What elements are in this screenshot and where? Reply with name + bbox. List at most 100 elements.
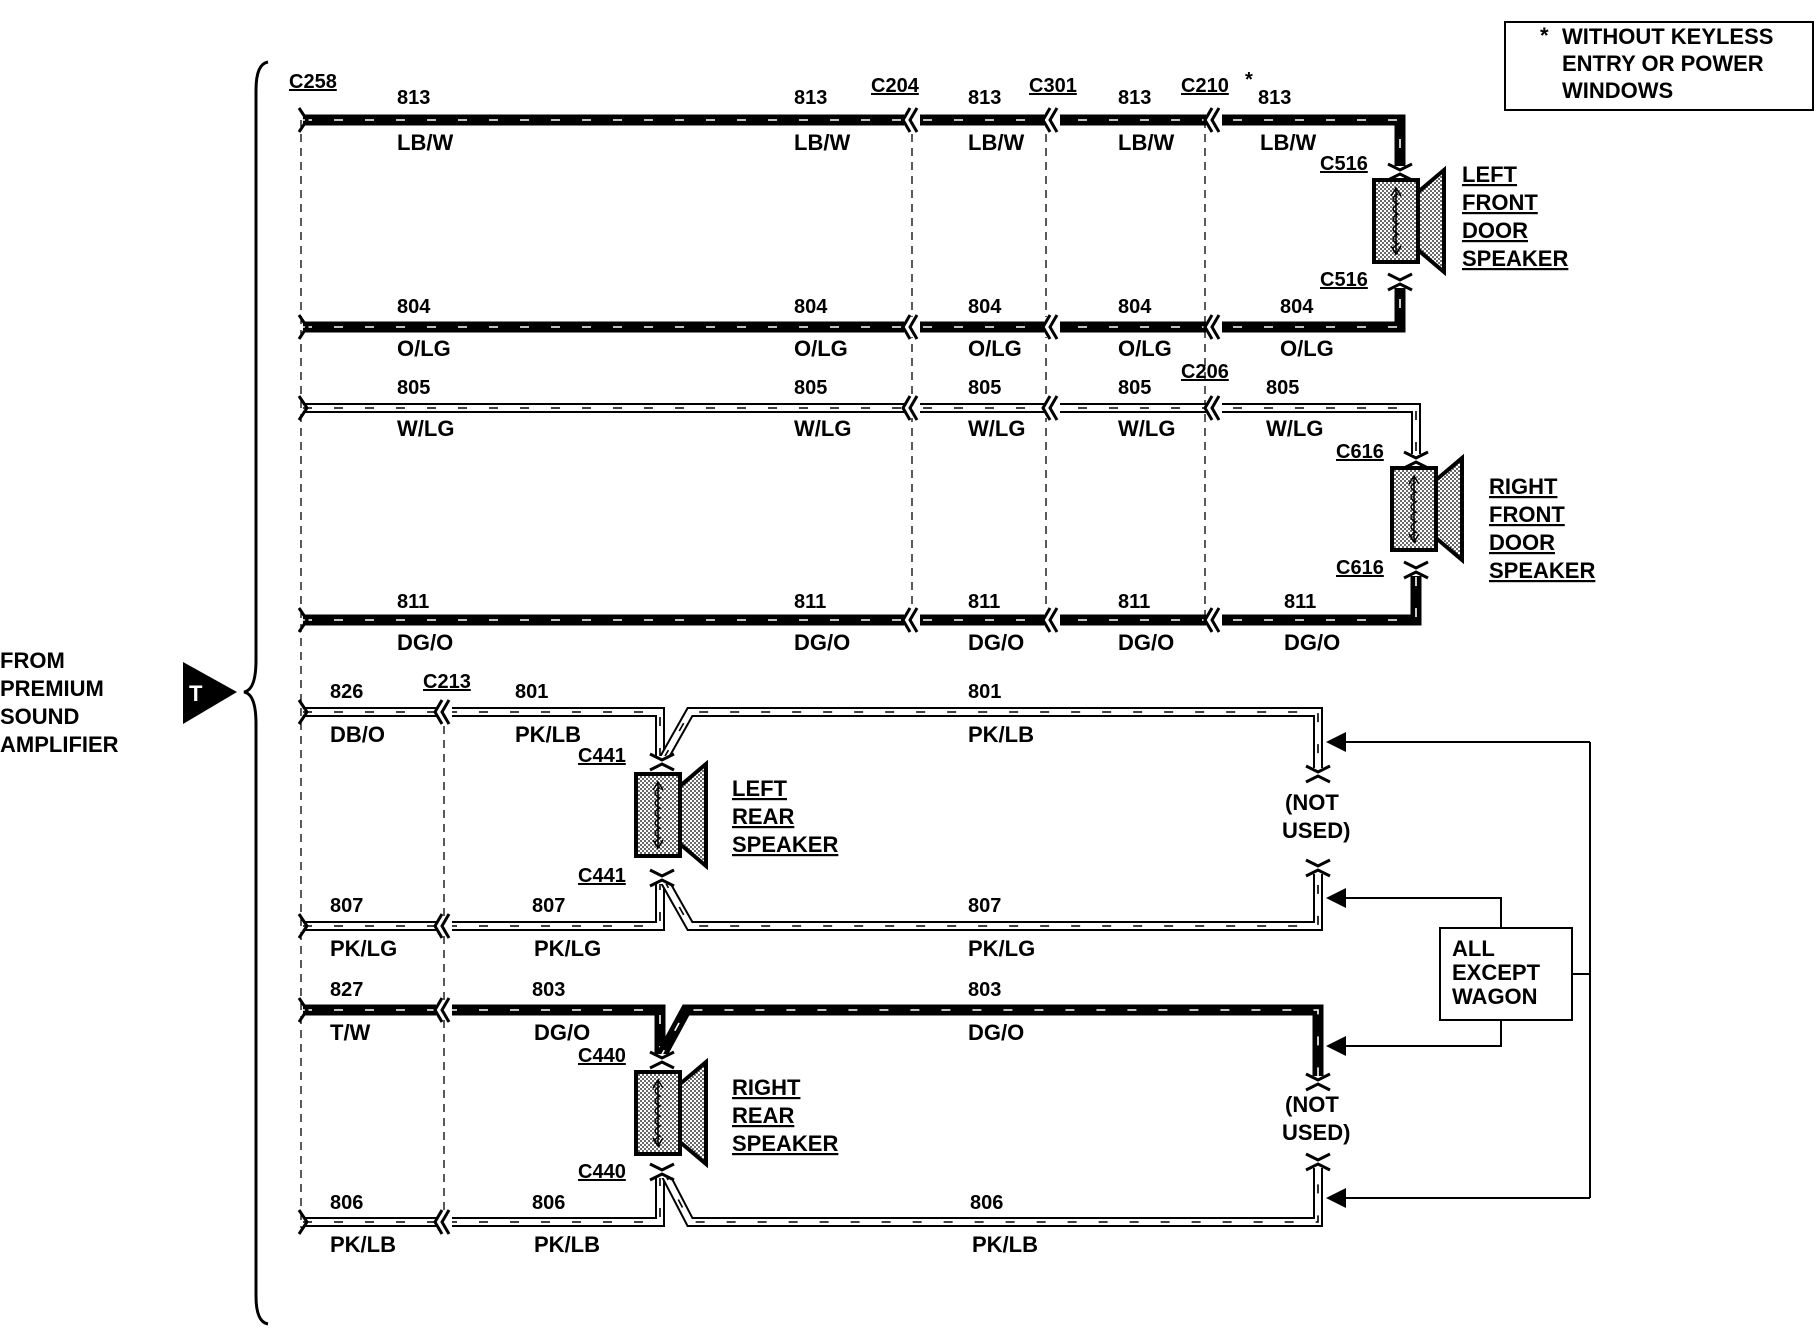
wire-807-circuit-2: 807 bbox=[532, 895, 565, 917]
all-except-line-2: EXCEPT bbox=[1452, 960, 1541, 985]
not-used-upper-line-1: (NOT bbox=[1285, 790, 1339, 815]
wire-805-circuit-5: 805 bbox=[1266, 377, 1299, 399]
left-front-speaker-line-2: FRONT bbox=[1462, 190, 1538, 215]
connector-c616-top-label: C616 bbox=[1336, 441, 1384, 463]
wire-811 bbox=[303, 572, 1422, 626]
connector-c301-pin-3 bbox=[1041, 395, 1060, 421]
wire-806-color-3: PK/LB bbox=[972, 1232, 1038, 1257]
connector-c210-marker: * bbox=[1245, 69, 1253, 91]
right-front-speaker-line-3: DOOR bbox=[1489, 530, 1555, 555]
connector-c210-label: C210 bbox=[1181, 75, 1229, 97]
wire-803-left bbox=[448, 1004, 666, 1058]
left-front-door-speaker-symbol bbox=[1372, 165, 1446, 277]
wire-813-color-4: LB/W bbox=[1118, 130, 1174, 155]
wire-803-color-2: DG/O bbox=[968, 1020, 1024, 1045]
wire-811-color-1: DG/O bbox=[397, 630, 453, 655]
wire-804-color-2: O/LG bbox=[794, 336, 848, 361]
wire-804-color-5: O/LG bbox=[1280, 336, 1334, 361]
wire-labels: 813 LB/W 813 LB/W 813 LB/W 813 LB/W 813 … bbox=[330, 87, 1340, 1257]
left-rear-speaker-line-3: SPEAKER bbox=[732, 832, 838, 857]
wire-805-circuit-3: 805 bbox=[968, 377, 1001, 399]
wire-813-color-3: LB/W bbox=[968, 130, 1024, 155]
wire-805-color-1: W/LG bbox=[397, 416, 454, 441]
wire-805-color-3: W/LG bbox=[968, 416, 1025, 441]
connector-c213-pin-2 bbox=[433, 913, 452, 939]
connector-c213-pin-4 bbox=[433, 1209, 452, 1235]
wire-804-color-1: O/LG bbox=[397, 336, 451, 361]
connector-c258-pin-7 bbox=[297, 997, 309, 1023]
wire-804-circuit-3: 804 bbox=[968, 296, 1002, 318]
connector-c210-pin-3 bbox=[1203, 395, 1222, 421]
wire-804-color-4: O/LG bbox=[1118, 336, 1172, 361]
connector-c441-top bbox=[649, 752, 675, 772]
wire-801-right bbox=[659, 707, 1323, 776]
wire-813-circuit-3: 813 bbox=[968, 87, 1001, 109]
note-line-1: WITHOUT KEYLESS bbox=[1562, 24, 1773, 49]
connector-c258-pin-2 bbox=[297, 314, 309, 340]
wire-801-left bbox=[448, 707, 665, 758]
connector-c210-pin-4 bbox=[1203, 607, 1222, 633]
wire-807-left bbox=[448, 880, 665, 931]
wire-801-circuit-2: 801 bbox=[968, 681, 1001, 703]
connector-c204-pin-3 bbox=[901, 395, 920, 421]
wire-804-circuit-5: 804 bbox=[1280, 296, 1314, 318]
wire-807-color-1: PK/LG bbox=[330, 936, 397, 961]
connector-c516-bottom-label: C516 bbox=[1320, 269, 1368, 291]
wire-806-circuit-3: 806 bbox=[970, 1192, 1003, 1214]
source-line-3: SOUND bbox=[0, 704, 79, 729]
connector-c204-pin-1 bbox=[901, 107, 920, 133]
wire-813-circuit-1: 813 bbox=[397, 87, 430, 109]
connector-c301-pin-4 bbox=[1041, 607, 1060, 633]
wire-811-color-2: DG/O bbox=[794, 630, 850, 655]
wire-813-color-1: LB/W bbox=[397, 130, 453, 155]
wire-811-circuit-2: 811 bbox=[794, 591, 826, 613]
wire-807-right bbox=[659, 866, 1323, 931]
speaker-symbols bbox=[634, 165, 1464, 1169]
note-box: * WITHOUT KEYLESS ENTRY OR POWER WINDOWS bbox=[1504, 21, 1814, 111]
connector-c440-bottom-label: C440 bbox=[578, 1161, 626, 1183]
connector-c204-pin-2 bbox=[901, 314, 920, 340]
connector-c204-label: C204 bbox=[871, 75, 920, 97]
wire-811-circuit-4: 811 bbox=[1118, 591, 1150, 613]
connector-c616-top bbox=[1403, 450, 1429, 470]
connector-not-used-upper-bottom bbox=[1305, 858, 1331, 878]
connector-c441-bottom bbox=[649, 868, 675, 888]
connector-c258-label: C258 bbox=[289, 71, 337, 93]
wire-813-circuit-4: 813 bbox=[1118, 87, 1151, 109]
left-rear-speaker-line-2: REAR bbox=[732, 804, 794, 829]
right-rear-speaker-line-1: RIGHT bbox=[732, 1075, 801, 1100]
connector-c616-bottom bbox=[1403, 560, 1429, 580]
connector-c301-label: C301 bbox=[1029, 75, 1077, 97]
wire-805 bbox=[303, 403, 1421, 458]
connector-c516-bottom bbox=[1387, 272, 1413, 292]
right-front-door-speaker-symbol bbox=[1390, 453, 1464, 565]
wire-813-color-5: LB/W bbox=[1260, 130, 1316, 155]
wire-811-color-4: DG/O bbox=[1118, 630, 1174, 655]
note-line-2: ENTRY OR POWER bbox=[1562, 51, 1764, 76]
wire-827-circuit: 827 bbox=[330, 979, 363, 1001]
connector-c301-pin-2 bbox=[1041, 314, 1060, 340]
wire-806-circuit-1: 806 bbox=[330, 1192, 363, 1214]
right-front-speaker-line-2: FRONT bbox=[1489, 502, 1565, 527]
connector-c258-pin-1 bbox=[297, 107, 309, 133]
connector-not-used-upper-top bbox=[1305, 764, 1331, 784]
note-line-3: WINDOWS bbox=[1562, 78, 1673, 103]
wires bbox=[303, 114, 1422, 1227]
wire-804-circuit-4: 804 bbox=[1118, 296, 1152, 318]
wire-827-color: T/W bbox=[330, 1020, 371, 1045]
wire-803-circuit-2: 803 bbox=[968, 979, 1001, 1001]
right-rear-speaker-symbol bbox=[634, 1057, 708, 1169]
connector-c206-label: C206 bbox=[1181, 361, 1229, 383]
connector-c516-top bbox=[1387, 162, 1413, 182]
connector-c440-bottom bbox=[649, 1162, 675, 1182]
connector-c258-pin-6 bbox=[297, 913, 309, 939]
wire-811-color-3: DG/O bbox=[968, 630, 1024, 655]
wire-806-color-2: PK/LB bbox=[534, 1232, 600, 1257]
wire-803-circuit-1: 803 bbox=[532, 979, 565, 1001]
wire-806-color-1: PK/LB bbox=[330, 1232, 396, 1257]
connector-c210-pin-2 bbox=[1203, 314, 1222, 340]
connector-c616-bottom-label: C616 bbox=[1336, 557, 1384, 579]
wire-813-circuit-5: 813 bbox=[1258, 87, 1291, 109]
not-used-lower-line-2: USED) bbox=[1282, 1120, 1350, 1145]
wire-807-circuit-1: 807 bbox=[330, 895, 363, 917]
